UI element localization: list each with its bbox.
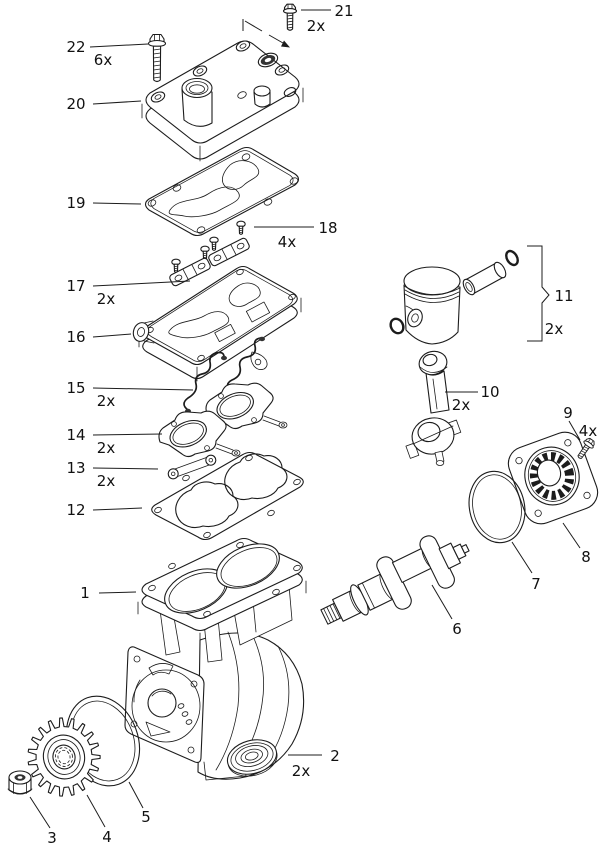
part-2-sealing-cap bbox=[226, 739, 278, 777]
callout-22-ref: 22 bbox=[66, 38, 85, 56]
callout-3: 3 bbox=[29, 796, 57, 847]
roller-bearing bbox=[529, 452, 575, 500]
callout-2-ref: 2 bbox=[330, 747, 340, 765]
callout-11: 11 2x bbox=[527, 245, 574, 342]
callout-21: 21 2x bbox=[301, 2, 354, 35]
callout-10-qty: 2x bbox=[452, 396, 471, 414]
callout-22: 22 6x bbox=[66, 38, 149, 69]
callout-10-ref: 10 bbox=[480, 383, 499, 401]
callout-16-ref: 16 bbox=[66, 328, 85, 346]
part-4-drive-gear bbox=[27, 717, 101, 797]
block-front-flange bbox=[124, 646, 205, 763]
callout-9: 9 4x bbox=[563, 404, 598, 441]
part-14-valve-seats bbox=[158, 382, 288, 458]
callout-3-ref: 3 bbox=[47, 829, 57, 847]
callout-12-ref: 12 bbox=[66, 501, 85, 519]
screw-icon bbox=[200, 245, 210, 260]
part-22-screw bbox=[147, 33, 167, 83]
part-1-crankcase bbox=[124, 537, 307, 781]
callout-8: 8 bbox=[562, 522, 591, 566]
part-16-valve-plate-assembly bbox=[132, 265, 302, 382]
callout-5-ref: 5 bbox=[141, 808, 151, 826]
callout-14: 14 2x bbox=[66, 426, 163, 457]
part-13-reed-strip bbox=[167, 454, 217, 480]
callout-9-qty: 4x bbox=[579, 422, 598, 440]
callout-11-ref: 11 bbox=[554, 287, 573, 305]
callout-13-qty: 2x bbox=[97, 472, 116, 490]
shaft-bore bbox=[147, 688, 177, 718]
screw-icon bbox=[209, 236, 219, 251]
callout-21-qty: 2x bbox=[307, 17, 326, 35]
part-20-head-cover bbox=[141, 40, 304, 162]
callout-15: 15 2x bbox=[66, 379, 194, 410]
callout-8-ref: 8 bbox=[581, 548, 591, 566]
part-7-o-ring bbox=[468, 470, 526, 544]
right-tab bbox=[250, 351, 268, 370]
wrist-pin bbox=[462, 261, 507, 296]
callout-9-ref: 9 bbox=[563, 404, 573, 422]
cover-threaded-boss bbox=[181, 77, 213, 127]
callout-13: 13 2x bbox=[66, 459, 159, 490]
gasket-holes bbox=[147, 153, 299, 234]
callout-13-ref: 13 bbox=[66, 459, 85, 477]
side-port-boss bbox=[132, 320, 155, 344]
callout-17-qty: 2x bbox=[97, 290, 116, 308]
callout-6: 6 bbox=[431, 584, 462, 638]
part-11-piston-assembly bbox=[389, 249, 519, 345]
part-3-nut bbox=[7, 770, 33, 795]
callout-2: 2 2x bbox=[288, 747, 340, 780]
callout-20: 20 bbox=[66, 95, 142, 113]
callout-18-qty: 4x bbox=[278, 233, 297, 251]
screw-icon bbox=[236, 220, 246, 235]
part-8-bearing-cover bbox=[507, 431, 599, 525]
block-top-plate bbox=[137, 537, 307, 646]
block-barrel bbox=[197, 632, 305, 780]
circlip bbox=[389, 317, 405, 335]
callout-19: 19 bbox=[66, 194, 142, 212]
callout-17-ref: 17 bbox=[66, 277, 85, 295]
callout-6-ref: 6 bbox=[452, 620, 462, 638]
cover-port bbox=[257, 52, 279, 68]
callout-7: 7 bbox=[511, 541, 541, 593]
callout-7-ref: 7 bbox=[531, 575, 541, 593]
callouts: 22 6x 21 2x 20 19 18 4x 17 2x 16 11 2x 1… bbox=[29, 2, 598, 847]
piston bbox=[403, 266, 461, 345]
callout-4: 4 bbox=[86, 794, 112, 846]
callout-14-ref: 14 bbox=[66, 426, 85, 444]
callout-19-ref: 19 bbox=[66, 194, 85, 212]
valve-plate-holes bbox=[146, 268, 296, 362]
callout-22-qty: 6x bbox=[94, 51, 113, 69]
circlip bbox=[505, 249, 519, 267]
callout-1-ref: 1 bbox=[80, 584, 90, 602]
callout-15-qty: 2x bbox=[97, 392, 116, 410]
callout-12: 12 bbox=[66, 501, 143, 519]
callout-18-ref: 18 bbox=[318, 219, 337, 237]
callout-21-ref: 21 bbox=[334, 2, 353, 20]
cylinder-bore bbox=[216, 543, 280, 589]
part-6-crankshaft bbox=[320, 535, 470, 625]
part-19-head-gasket bbox=[144, 146, 300, 237]
callout-11-qty: 2x bbox=[545, 320, 564, 338]
cover-stub bbox=[253, 85, 271, 108]
callout-15-ref: 15 bbox=[66, 379, 85, 397]
part-21-screw bbox=[282, 3, 298, 31]
callout-18: 18 4x bbox=[254, 219, 338, 251]
insertion-arrow bbox=[242, 19, 290, 48]
callout-20-ref: 20 bbox=[66, 95, 85, 113]
callout-10: 10 2x bbox=[445, 383, 500, 414]
gasket-holes bbox=[154, 454, 301, 539]
part-10-connecting-rod bbox=[405, 350, 462, 466]
callout-1: 1 bbox=[80, 584, 137, 602]
callout-4-ref: 4 bbox=[102, 828, 112, 846]
callout-2-qty: 2x bbox=[292, 762, 311, 780]
callout-17: 17 2x bbox=[66, 277, 191, 308]
part-12-cylinder-gasket bbox=[151, 451, 304, 541]
callout-16: 16 bbox=[66, 328, 132, 346]
callout-14-qty: 2x bbox=[97, 439, 116, 457]
callout-5: 5 bbox=[128, 781, 151, 826]
